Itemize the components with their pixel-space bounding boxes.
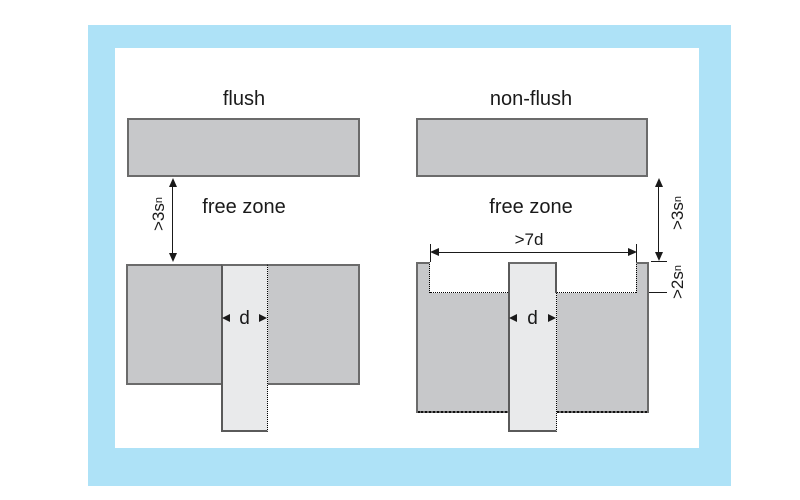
right-free-zone-label: free zone [489,196,573,218]
recess-width-extension-line-left [430,244,431,262]
right-gap-arrowhead-up-icon [655,178,663,187]
right-block-rim-right [636,262,649,293]
right-gap-arrowhead-down-icon [655,252,663,261]
right-gap-dimension-subscript: n [672,196,684,203]
left-gap-dimension-line [172,186,173,254]
left-sensor-body [221,264,268,432]
left-target-plate [127,118,360,177]
left-diameter-label: d [239,307,250,329]
recess-width-arrowhead-left-icon [430,248,439,256]
left-diameter-arrow-left-icon [222,314,230,322]
left-free-zone-label: free zone [202,196,286,218]
right-diameter-dimension: d [509,307,556,329]
right-target-plate [416,118,648,177]
recess-depth-extension-line-bottom [649,292,667,293]
right-diagram-title: non-flush [489,88,573,110]
recess-width-dimension-line [439,252,628,253]
right-diameter-label: d [527,307,538,329]
left-gap-arrowhead-up-icon [169,178,177,187]
right-sensor-body [508,262,557,432]
left-diagram-title: flush [222,88,266,110]
left-diameter-dimension: d [222,307,267,329]
left-gap-arrowhead-down-icon [169,253,177,262]
right-diameter-arrow-left-icon [509,314,517,322]
right-gap-dimension-text: >3s [668,202,687,231]
recess-depth-dimension-text: >2s [668,271,687,300]
right-sensor-protruding-edge [555,262,557,293]
recess-width-dimension-label: >7d [514,230,544,249]
right-block-rim-left [416,262,430,293]
recess-depth-extension-line-top [651,261,667,262]
recess-width-arrowhead-right-icon [628,248,637,256]
right-gap-dimension-line [658,186,659,252]
right-diameter-arrow-right-icon [547,314,556,322]
recess-width-extension-line-right [636,244,637,262]
recess-depth-dimension-subscript: n [672,265,684,272]
left-diameter-arrow-right-icon [258,314,267,322]
